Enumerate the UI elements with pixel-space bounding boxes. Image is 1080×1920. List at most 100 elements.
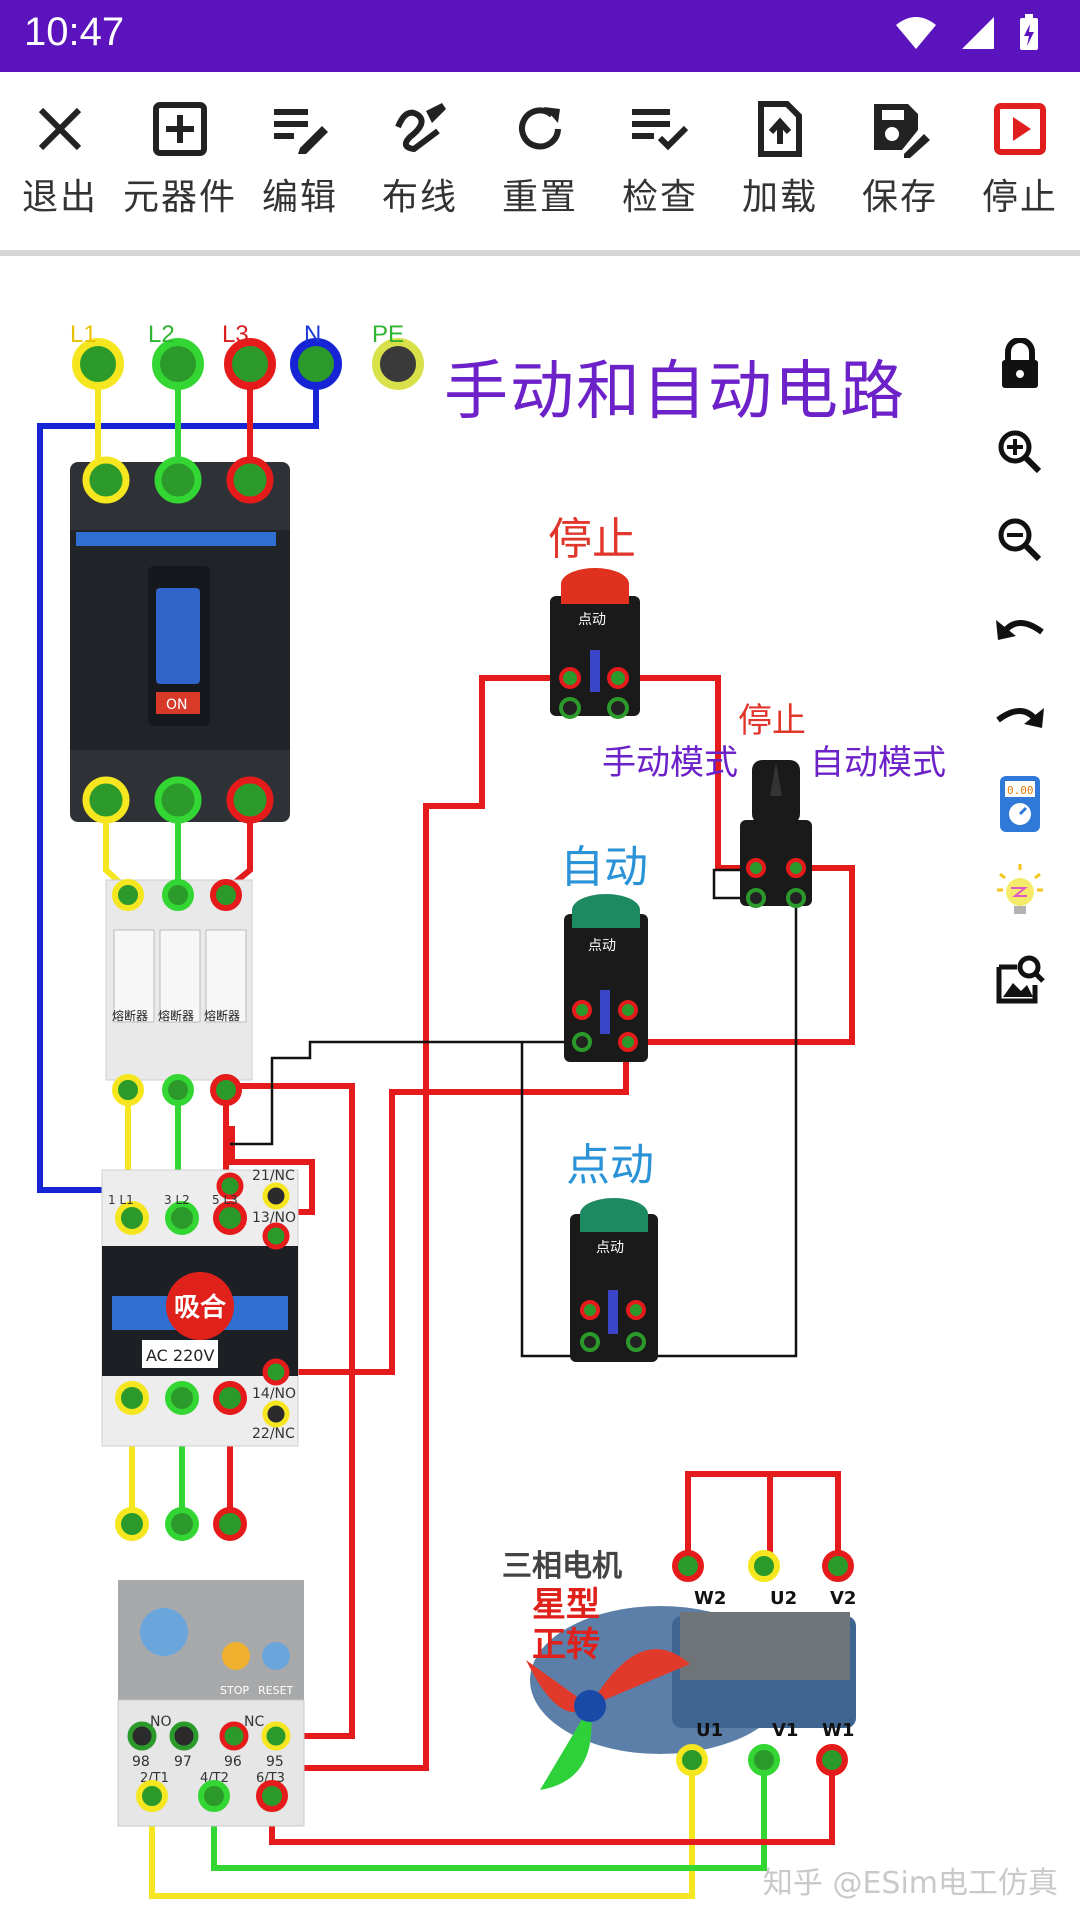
pin-u1: U1 — [696, 1720, 723, 1741]
exit-button[interactable]: 退出 — [0, 72, 120, 250]
wire-ctrl-5[interactable] — [628, 865, 855, 1045]
label-l3: L3 — [222, 321, 249, 348]
contactor-coil: AC 220V — [146, 1346, 214, 1365]
stop-btn-text: 点动 — [578, 612, 606, 628]
fuse-block[interactable]: 熔断器 熔断器 熔断器 — [105, 879, 253, 1106]
wiring-button[interactable]: 布线 — [360, 72, 480, 250]
thermal-relay[interactable]: STOP RESET NO NC 98 97 96 95 2/T1 4/T2 6… — [115, 1507, 305, 1827]
label-pe: PE — [372, 321, 404, 348]
bulb-icon — [997, 864, 1043, 914]
contact-14no: 14/NO — [252, 1386, 296, 1402]
relay-no: NO — [150, 1714, 172, 1730]
add-box-icon — [153, 102, 207, 156]
reset-label: 重置 — [501, 177, 578, 218]
wire-black-4[interactable] — [712, 868, 744, 900]
load-button[interactable]: 加载 — [720, 72, 840, 250]
wire-ctrl-3[interactable] — [276, 675, 570, 1771]
components-label: 元器件 — [122, 177, 237, 218]
wifi-icon — [896, 17, 936, 49]
checklist-icon — [632, 109, 689, 151]
zoom-out-icon — [998, 518, 1042, 562]
edit-button[interactable]: 编辑 — [240, 72, 360, 250]
edit-label: 编辑 — [261, 177, 338, 218]
check-button[interactable]: 检查 — [600, 72, 720, 250]
undo-button[interactable] — [980, 584, 1060, 672]
watermark: 知乎 @ESim电工仿真 — [762, 1866, 1058, 1901]
auto-pushbutton[interactable]: 点动 — [564, 894, 648, 1062]
wire-u1[interactable] — [149, 1760, 695, 1899]
lock-button[interactable] — [980, 320, 1060, 408]
toolbar: 退出 元器件 编辑 布线 重置 检查 加载 保存 停止 — [0, 72, 1080, 250]
contact-22nc: 22/NC — [252, 1426, 295, 1442]
label-l1: L1 — [70, 321, 97, 348]
check-label: 检查 — [621, 177, 698, 218]
wire-black-2[interactable] — [520, 1042, 582, 1358]
terminal-l3[interactable] — [224, 338, 276, 390]
relay-96: 96 — [224, 1754, 242, 1770]
relay-97: 97 — [174, 1754, 192, 1770]
three-phase-motor[interactable]: W2 U2 V2 U1 V1 W1 — [526, 1550, 856, 1790]
stop-pushbutton[interactable]: 点动 — [550, 568, 640, 719]
wire-star[interactable] — [685, 1471, 841, 1566]
terminal-l1[interactable] — [72, 338, 124, 390]
jog-pushbutton[interactable]: 点动 — [570, 1198, 658, 1362]
wire-ctrl-6[interactable] — [276, 1042, 629, 1375]
fuse-label-3: 熔断器 — [204, 1008, 240, 1023]
zoom-in-button[interactable] — [980, 408, 1060, 496]
pin-l3: 5 L3 — [212, 1193, 238, 1207]
wire-ctrl-4[interactable] — [616, 675, 748, 871]
contactor[interactable]: 吸合 AC 220V 21/NC 13/NO 14/NO 22/NC 1 L1 … — [101, 1168, 299, 1447]
redo-icon — [996, 708, 1044, 728]
pin-w1: W1 — [822, 1720, 854, 1741]
wire-ctrl-2[interactable] — [229, 1126, 315, 1215]
terminal-l2[interactable] — [152, 338, 204, 390]
contact-13no: 13/NO — [252, 1210, 296, 1226]
multimeter-icon: 0.00 — [1000, 776, 1040, 832]
wire-black-3[interactable] — [634, 898, 798, 1358]
reset-button[interactable]: 重置 — [480, 72, 600, 250]
image-search-icon — [996, 955, 1045, 1004]
auto-mode-label: 自动模式 — [810, 743, 946, 783]
fuse-label-2: 熔断器 — [158, 1008, 194, 1023]
motor-type: 星型 — [532, 1585, 600, 1625]
circuit-title: 手动和自动电路 — [444, 355, 906, 429]
wire-ctrl-1[interactable] — [226, 1083, 355, 1739]
relay-reset: RESET — [258, 1684, 294, 1697]
circuit-breaker[interactable]: ON — [70, 456, 290, 824]
components-button[interactable]: 元器件 — [120, 72, 240, 250]
wire-pen-icon — [395, 103, 446, 153]
motor-direction: 正转 — [532, 1625, 600, 1665]
label-n: N — [304, 321, 321, 348]
redo-button[interactable] — [980, 672, 1060, 760]
signal-icon — [962, 17, 994, 49]
upload-file-icon — [758, 101, 802, 157]
circuit-canvas[interactable]: L1 L2 L3 N PE ON 熔断器 熔断器 熔断器 — [0, 256, 1080, 1920]
wire-black-1[interactable] — [230, 1040, 574, 1146]
battery-icon — [1020, 14, 1038, 50]
zoom-out-button[interactable] — [980, 496, 1060, 584]
relay-95: 95 — [266, 1754, 284, 1770]
fuse-label-1: 熔断器 — [112, 1008, 148, 1023]
auto-btn-text: 点动 — [588, 938, 616, 954]
stop-label: 停止 — [981, 177, 1058, 218]
wire-n[interactable] — [37, 362, 319, 1193]
pin-v2: V2 — [830, 1588, 856, 1609]
terminal-n[interactable] — [290, 338, 342, 390]
side-toolbar: 0.00 — [980, 320, 1060, 1024]
image-search-button[interactable] — [980, 936, 1060, 1024]
bulb-button[interactable] — [980, 848, 1060, 936]
stop-button[interactable]: 停止 — [960, 72, 1080, 250]
lock-icon — [1002, 338, 1038, 388]
jog-title: 点动 — [566, 1140, 654, 1191]
wire-v1[interactable] — [211, 1760, 767, 1871]
relay-nc: NC — [244, 1714, 264, 1730]
terminal-pe[interactable] — [372, 338, 424, 390]
multimeter-button[interactable]: 0.00 — [980, 760, 1060, 848]
supply-terminals: L1 L2 L3 N PE — [70, 321, 424, 390]
stop-title: 停止 — [548, 514, 636, 565]
svg-text:0.00: 0.00 — [1007, 784, 1034, 797]
mode-selector[interactable] — [740, 760, 812, 908]
pin-u2: U2 — [770, 1588, 797, 1609]
save-button[interactable]: 保存 — [840, 72, 960, 250]
refresh-icon — [519, 107, 561, 150]
